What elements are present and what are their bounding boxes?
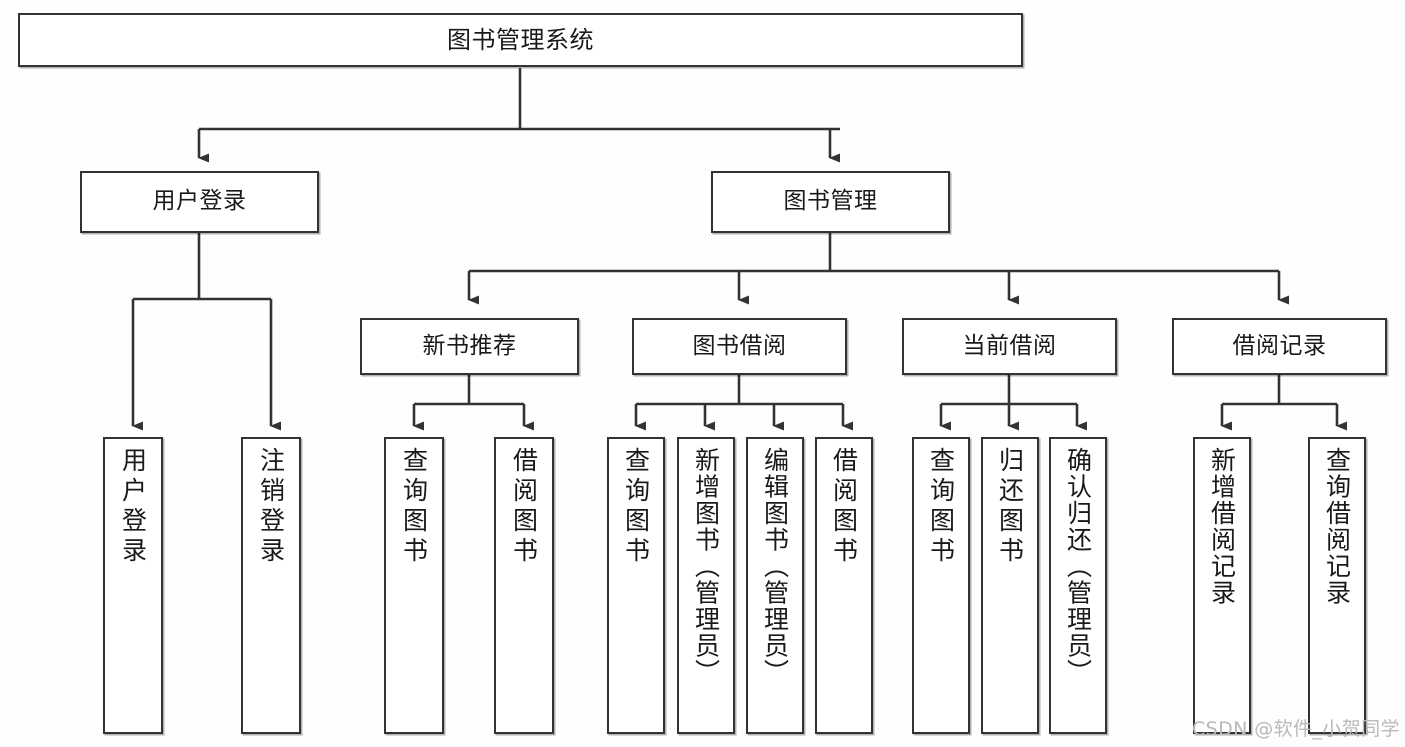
leaf-query-book-2-label: 查询图书	[621, 447, 651, 567]
node-borrow-record-label: 借阅记录	[1232, 332, 1327, 359]
leaf-query-book-3[interactable]: 查询图书	[912, 437, 970, 734]
edges-user-login	[131, 233, 281, 431]
leaf-user-login-label: 用户登录	[118, 447, 148, 567]
node-root-system-label: 图书管理系统	[447, 25, 594, 54]
leaf-query-book-2[interactable]: 查询图书	[607, 437, 665, 734]
leaf-edit-book[interactable]: 编辑图书（管理员）	[746, 437, 804, 734]
leaf-confirm-return[interactable]: 确认归还（管理员）	[1049, 437, 1107, 734]
leaf-logout-label: 注销登录	[256, 447, 286, 567]
leaf-query-book-1-label: 查询图书	[399, 447, 429, 567]
leaf-add-book-label: 新增图书（管理员）	[691, 447, 721, 686]
edges-borrow-record	[1220, 375, 1347, 431]
node-book-borrow[interactable]: 图书借阅	[632, 318, 847, 375]
edges-new-book-recommend	[412, 375, 534, 431]
node-book-management-label: 图书管理	[783, 188, 878, 215]
leaf-edit-book-label: 编辑图书（管理员）	[760, 447, 790, 686]
leaf-query-record[interactable]: 查询借阅记录	[1308, 437, 1366, 734]
leaf-query-book-1[interactable]: 查询图书	[384, 437, 444, 734]
node-book-borrow-label: 图书借阅	[692, 332, 787, 359]
leaf-query-book-3-label: 查询图书	[926, 447, 956, 567]
leaf-logout[interactable]: 注销登录	[241, 437, 301, 734]
leaf-borrow-book-2-label: 借阅图书	[829, 447, 859, 567]
node-root-system[interactable]: 图书管理系统	[18, 13, 1023, 67]
node-borrow-record[interactable]: 借阅记录	[1172, 318, 1387, 375]
node-current-borrow[interactable]: 当前借阅	[902, 318, 1117, 375]
leaf-query-record-label: 查询借阅记录	[1322, 447, 1352, 606]
node-user-login[interactable]: 用户登录	[80, 171, 319, 233]
leaf-add-book[interactable]: 新增图书（管理员）	[677, 437, 735, 734]
edges-book-management	[467, 233, 1289, 305]
leaf-confirm-return-label: 确认归还（管理员）	[1063, 447, 1093, 686]
node-new-book-recommend-label: 新书推荐	[422, 332, 517, 359]
node-book-management[interactable]: 图书管理	[711, 171, 950, 233]
node-new-book-recommend[interactable]: 新书推荐	[360, 318, 579, 375]
leaf-add-record-label: 新增借阅记录	[1207, 447, 1237, 606]
node-current-borrow-label: 当前借阅	[962, 332, 1057, 359]
leaf-return-book-label: 归还图书	[995, 447, 1025, 567]
edges-root-level1	[197, 68, 840, 163]
edges-current-borrow	[939, 375, 1087, 431]
leaf-borrow-book-2[interactable]: 借阅图书	[815, 437, 873, 734]
leaf-borrow-book-1-label: 借阅图书	[509, 447, 539, 567]
leaf-add-record[interactable]: 新增借阅记录	[1193, 437, 1251, 734]
leaf-user-login[interactable]: 用户登录	[103, 437, 163, 734]
leaf-return-book[interactable]: 归还图书	[981, 437, 1039, 734]
leaf-borrow-book-1[interactable]: 借阅图书	[494, 437, 554, 734]
edges-book-borrow	[634, 375, 853, 431]
node-user-login-label: 用户登录	[152, 188, 247, 215]
